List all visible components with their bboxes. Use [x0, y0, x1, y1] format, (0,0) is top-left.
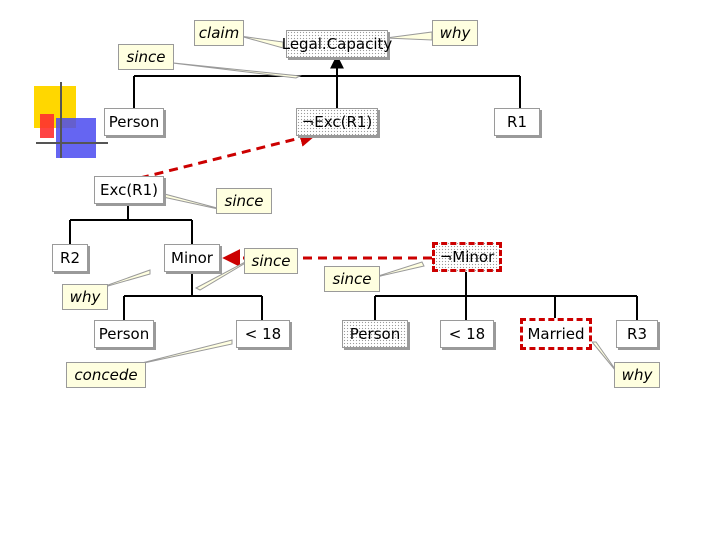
callout-why-right[interactable]: why	[614, 362, 660, 388]
node-exc-r1[interactable]: Exc(R1)	[94, 176, 164, 204]
node-not-exc-r1[interactable]: ¬Exc(R1)	[296, 108, 378, 136]
callout-since-right[interactable]: since	[324, 266, 380, 292]
callout-since-mid[interactable]: since	[216, 188, 272, 214]
node-lt18-left[interactable]: < 18	[236, 320, 290, 348]
node-r3[interactable]: R3	[616, 320, 658, 348]
node-r2[interactable]: R2	[52, 244, 88, 272]
attack-arrow-exc-to-not-exc	[139, 129, 318, 180]
tree-edges-exc	[69, 203, 193, 244]
callout-since-top[interactable]: since	[118, 44, 174, 70]
tree-edges-not-minor	[374, 270, 638, 320]
decorative-vertical-bar	[60, 82, 62, 158]
node-person-left[interactable]: Person	[94, 320, 154, 348]
decorative-blue-square	[56, 118, 96, 158]
node-minor[interactable]: Minor	[164, 244, 220, 272]
node-legal-capacity[interactable]: Legal.Capacity	[282, 30, 392, 58]
callout-why-top[interactable]: why	[432, 20, 478, 46]
callout-concede[interactable]: concede	[66, 362, 146, 388]
node-person-top[interactable]: Person	[104, 108, 164, 136]
arrow-minor-to-exc	[140, 206, 192, 220]
decorative-red-square	[40, 114, 54, 138]
callout-why-left[interactable]: why	[62, 284, 108, 310]
node-r1[interactable]: R1	[494, 108, 540, 136]
node-not-minor[interactable]: ¬Minor	[432, 242, 502, 272]
node-person-mid[interactable]: Person	[342, 320, 408, 348]
tree-edges-minor	[123, 270, 263, 320]
callout-since-minor[interactable]: since	[244, 248, 298, 274]
decorative-horizontal-bar	[36, 142, 108, 144]
node-married[interactable]: Married	[520, 318, 592, 350]
node-lt18-right[interactable]: < 18	[440, 320, 494, 348]
callout-claim[interactable]: claim	[194, 20, 244, 46]
